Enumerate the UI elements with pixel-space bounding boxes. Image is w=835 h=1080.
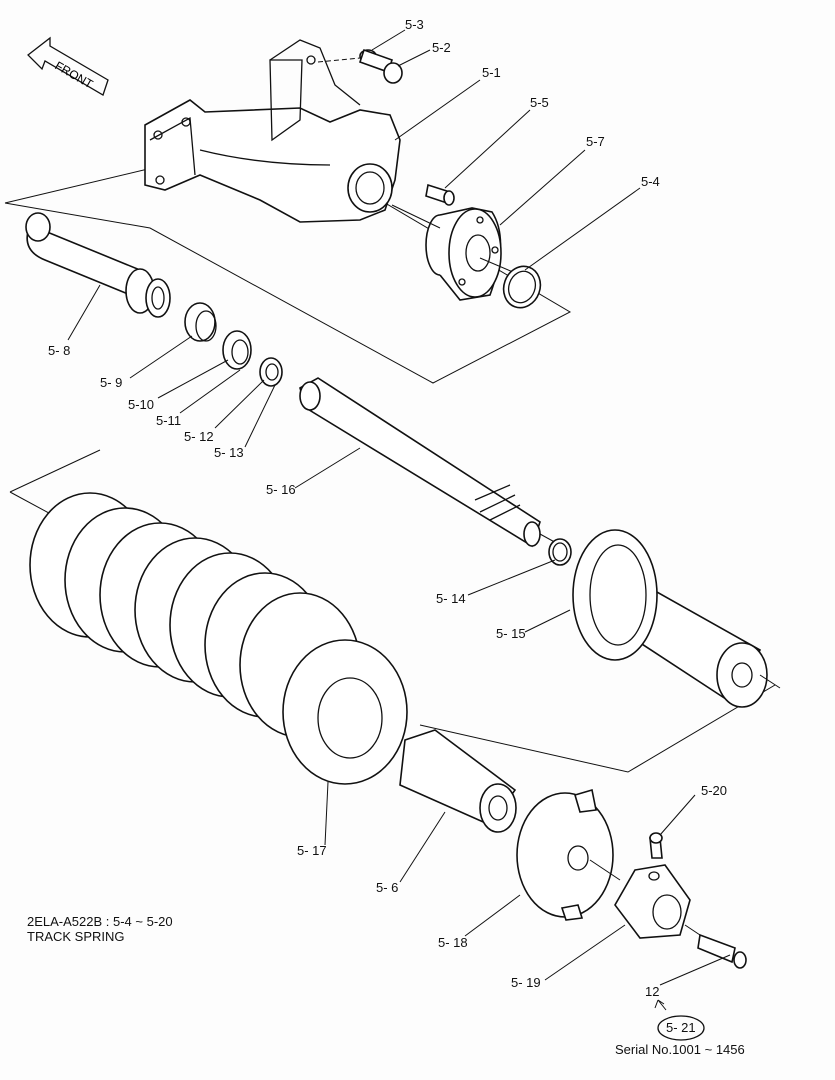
o-ring-part: [548, 538, 572, 566]
front-direction-arrow: FRONT: [27, 36, 109, 96]
flange-part: [391, 204, 521, 301]
callout-5-9: 5- 9: [100, 375, 123, 390]
callout-5-16: 5- 16: [266, 482, 296, 497]
callout-5-3: 5-3: [405, 17, 424, 32]
callout-5-8: 5- 8: [48, 343, 71, 358]
callout-5-13: 5- 13: [214, 445, 244, 460]
callout-5-18: 5- 18: [438, 935, 468, 950]
grease-block-part: [614, 864, 691, 939]
callout-5-1: 5-1: [482, 65, 501, 80]
callout-5-4: 5-4: [641, 174, 660, 189]
front-arrow-text: FRONT: [53, 58, 96, 91]
callout-5-20: 5-20: [701, 783, 728, 798]
group-badge-oval: [657, 1015, 705, 1041]
yoke-bracket-part: [144, 39, 401, 223]
cylinder-part: [25, 212, 171, 318]
callout-5-12: 5- 12: [184, 429, 214, 444]
callout-12: 12: [645, 984, 660, 999]
callout-5-19: 5- 19: [511, 975, 541, 990]
bolt-and-washer-part: [317, 48, 403, 84]
group-badge-text: 5- 21: [666, 1020, 696, 1035]
callout-5-5: 5-5: [530, 95, 549, 110]
callout-5-11: 5-11: [156, 413, 182, 428]
callout-5-17: 5- 17: [297, 843, 327, 858]
grease-valve-part: [684, 924, 747, 969]
plug-part: [649, 832, 663, 859]
callout-5-6: 5- 6: [376, 880, 399, 895]
callout-5-14: 5- 14: [436, 591, 466, 606]
callout-5-15: 5- 15: [496, 626, 526, 641]
leader-lines: [67, 29, 731, 1011]
track-spring-part: [29, 492, 408, 785]
spacer-part: [399, 729, 517, 833]
seal-kit-parts: [184, 302, 283, 387]
small-bolt-part: [425, 183, 455, 206]
spring-seat-plate-part: [516, 788, 621, 921]
serial-number-note: Serial No.1001 ~ 1456: [615, 1042, 745, 1057]
spring-cylinder-part: [572, 529, 781, 708]
assembly-note: 2ELA-A522B : 5-4 ~ 5-20 TRACK SPRING: [27, 914, 173, 944]
assembly-note-line1: 2ELA-A522B : 5-4 ~ 5-20: [27, 914, 173, 929]
piston-rod-part: [299, 377, 561, 548]
callout-5-2: 5-2: [432, 40, 451, 55]
callout-5-7: 5-7: [586, 134, 605, 149]
callout-5-10: 5-10: [128, 397, 155, 412]
assembly-note-line2: TRACK SPRING: [27, 929, 125, 944]
